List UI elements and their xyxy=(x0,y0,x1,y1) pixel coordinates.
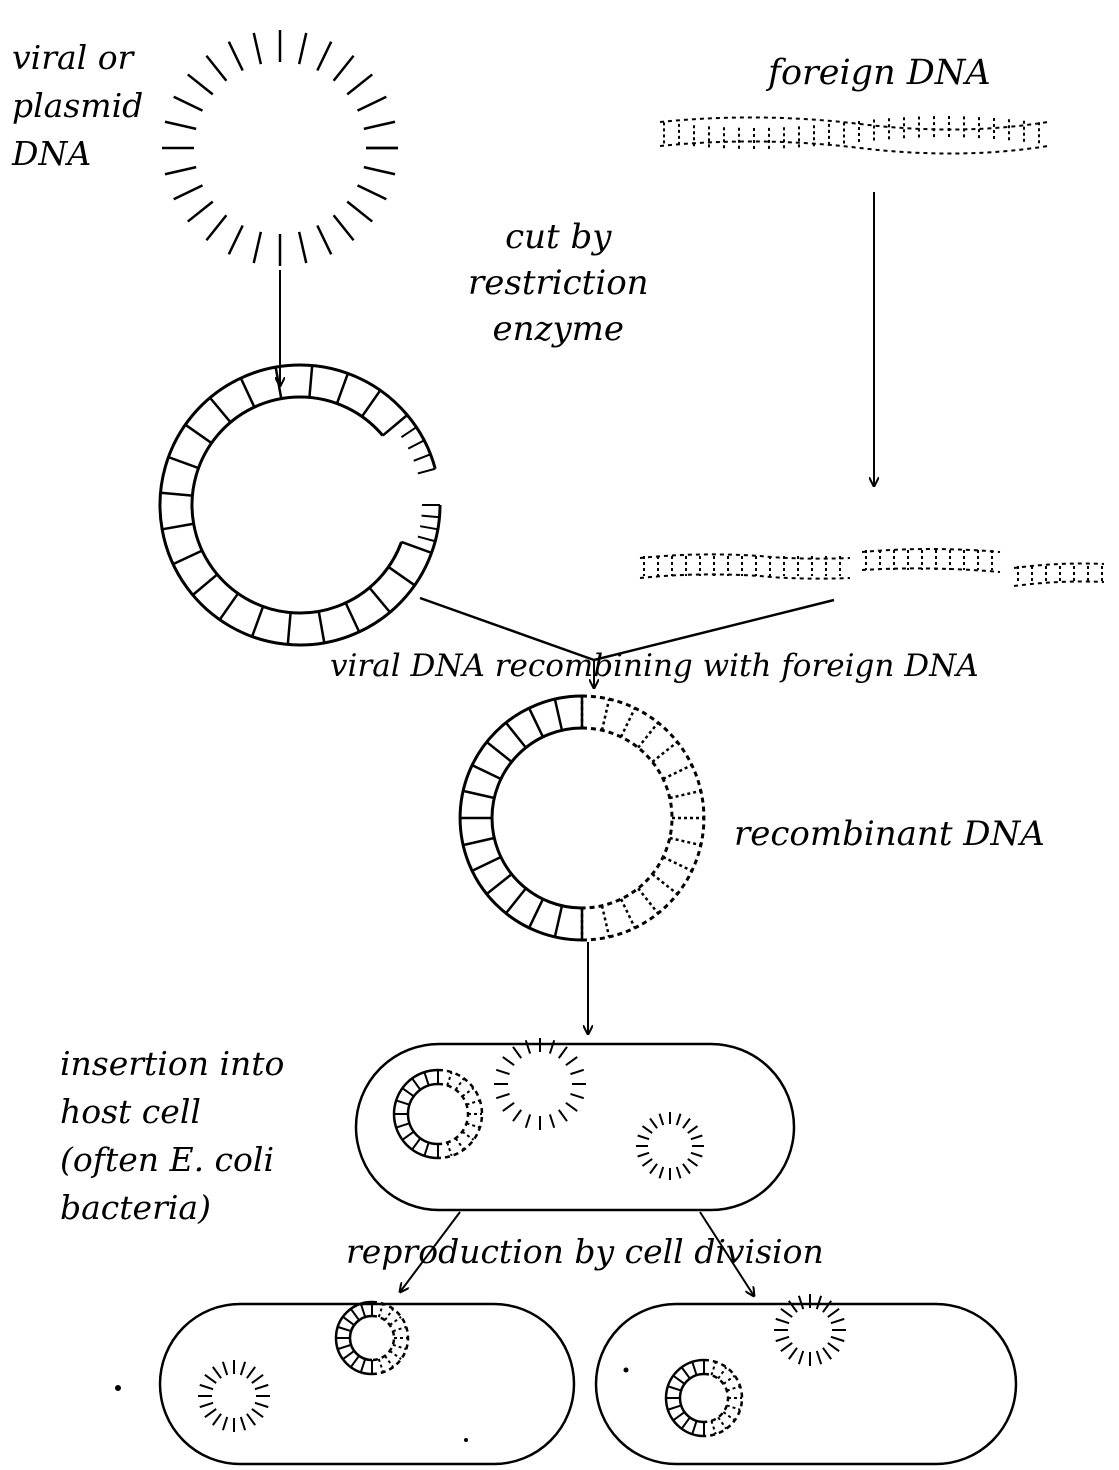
flow-arrows xyxy=(280,192,874,1296)
stray-dot xyxy=(115,1385,121,1391)
plasmid-dna-ring xyxy=(162,30,398,266)
label-viral-plasmid-dna: viral or plasmid DNA xyxy=(12,38,144,173)
daughter-cell-left xyxy=(158,1302,576,1466)
foreign-dna-strand xyxy=(659,116,1049,155)
fragment-rungs xyxy=(643,550,1103,584)
label-insertion-into-host-cell: insertion into host cell (often E. coli … xyxy=(60,1044,285,1227)
label-foreign-dna: foreign DNA xyxy=(768,53,991,93)
merge-lines xyxy=(419,596,835,662)
stray-dot xyxy=(623,1367,629,1373)
arrow-cell-to-left-daughter xyxy=(400,1211,461,1292)
arrow-cell-to-right-daughter xyxy=(699,1211,754,1296)
cell-plasmids xyxy=(198,1038,846,1438)
recombinant-dna-ring xyxy=(458,694,706,942)
cut-plasmid-dna xyxy=(158,363,442,647)
label-cut-by-restriction-enzyme: cut by restriction enzyme xyxy=(468,217,649,349)
label-reproduction-by-cell-division: reproduction by cell division xyxy=(346,1232,824,1271)
foreign-dna-fragments xyxy=(639,548,1105,587)
daughter-cell-right xyxy=(594,1302,1018,1466)
label-recombining: viral DNA recombining with foreign DNA xyxy=(330,648,979,684)
stray-dot xyxy=(464,1438,468,1442)
host-cell xyxy=(354,1042,796,1212)
foreign-dna-rungs xyxy=(663,116,1040,152)
label-recombinant-dna: recombinant DNA xyxy=(734,814,1045,854)
